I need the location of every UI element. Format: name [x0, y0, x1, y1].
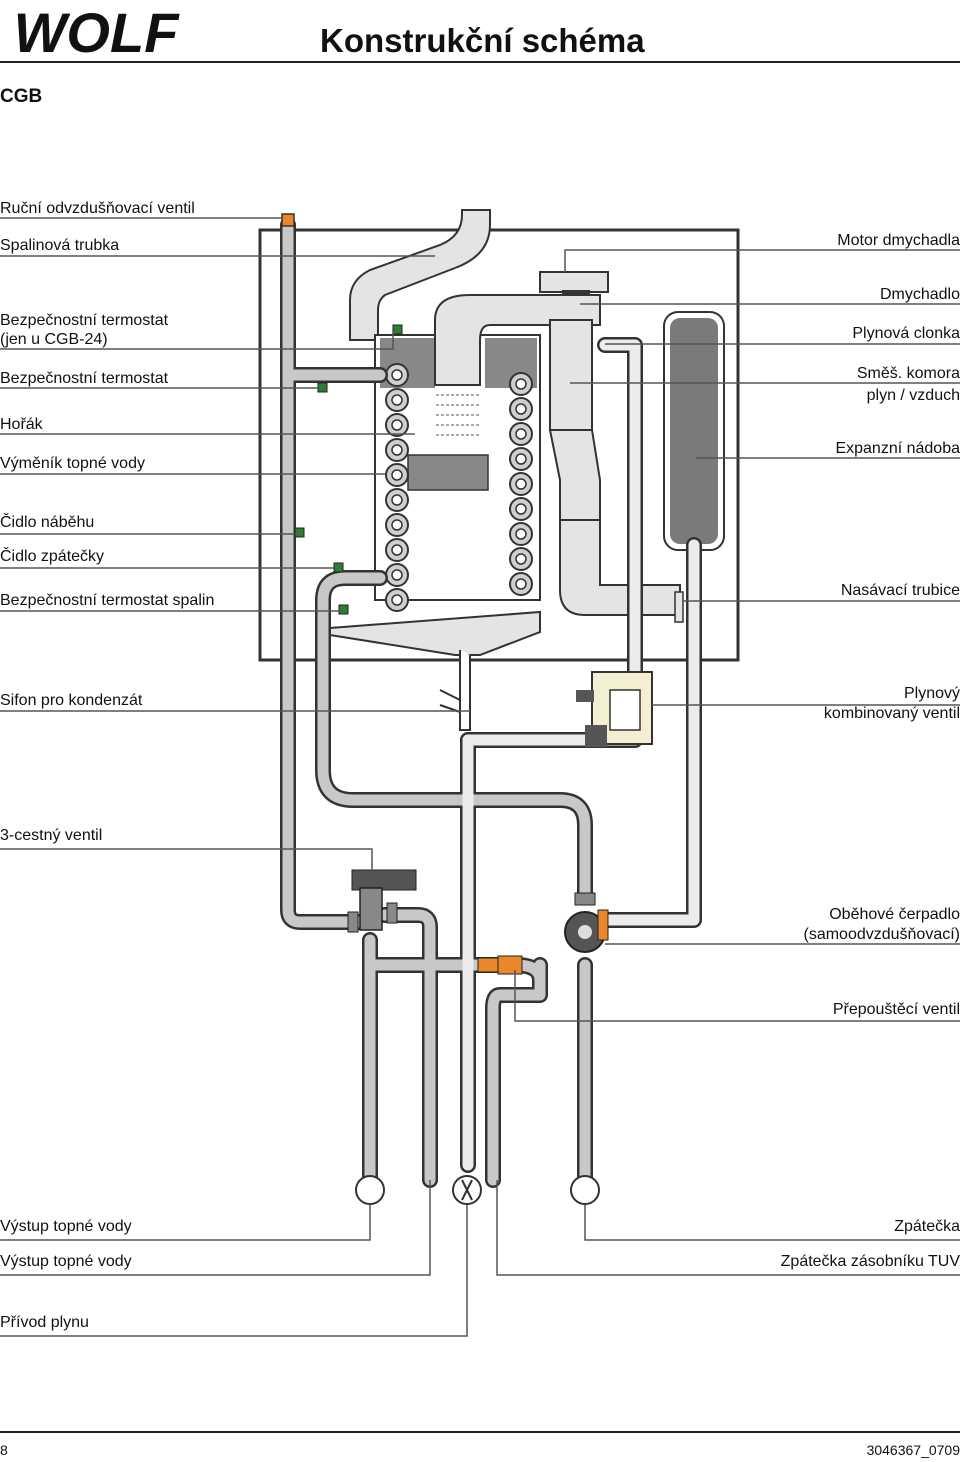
label-heating-flow-2: Výstup topné vody [0, 1253, 132, 1270]
label-burner: Hořák [0, 416, 43, 433]
pipe-network [280, 217, 702, 1188]
label-three-way-valve: 3-cestný ventil [0, 827, 103, 844]
coil-ring-inner [515, 428, 527, 440]
wolf-logo: WOLF [4, 1, 190, 64]
leader-lines [0, 217, 960, 1337]
label-condensate-siphon: Sifon pro kondenzát [0, 692, 143, 709]
heat-exchanger-coils [385, 363, 533, 612]
gas-valve [576, 671, 653, 747]
coil-ring-inner [515, 528, 527, 540]
circulation-pump [564, 892, 609, 953]
coil-ring-inner [515, 553, 527, 565]
label-return-sensor: Čidlo zpátečky [0, 548, 105, 565]
coil-ring-inner [391, 419, 403, 431]
label-flue-pipe: Spalinová trubka [0, 237, 120, 254]
label-gas-orifice: Plynová clonka [852, 325, 960, 342]
label-heating-flow-1: Výstup topné vody [0, 1218, 132, 1235]
label-mixing-chamber-sub: plyn / vzduch [866, 387, 960, 404]
three-way-valve [347, 869, 417, 933]
page-number: 8 [0, 1442, 8, 1458]
bypass-valve [477, 955, 523, 975]
coil-ring-inner [515, 503, 527, 515]
label-return: Zpátečka [894, 1218, 960, 1235]
label-dhw-return: Zpátečka zásobníku TUV [780, 1253, 960, 1270]
label-intake-pipe: Nasávací trubice [840, 582, 960, 599]
label-expansion-vessel: Expanzní nádoba [835, 440, 960, 457]
label-heat-exchanger: Výměník topné vody [0, 455, 145, 472]
safety-thermostat-icon [317, 382, 328, 393]
label-circulation-pump: Oběhové čerpadlo [829, 906, 960, 923]
page-title: Konstrukční schéma [320, 22, 645, 59]
flow-sensor-icon [294, 527, 305, 538]
coil-ring-inner [391, 544, 403, 556]
air-vent-icon [281, 213, 295, 227]
svg-text:WOLF: WOLF [14, 1, 181, 64]
coil-ring-inner [391, 394, 403, 406]
coil-ring-inner [391, 594, 403, 606]
label-safety-thermostat: Bezpečnostní termostat [0, 370, 169, 387]
coil-ring-inner [515, 578, 527, 590]
label-flue-thermostat: Bezpečnostní termostat spalin [0, 592, 215, 609]
label-mixing-chamber: Směš. komora [856, 365, 960, 382]
label-circulation-pump-sub: (samoodvzdušňovací) [803, 926, 960, 943]
model-name: CGB [0, 86, 43, 107]
coil-ring-inner [391, 569, 403, 581]
label-manual-air-vent: Ruční odvzdušňovací ventil [0, 200, 195, 217]
service-valves [355, 1175, 600, 1205]
coil-ring-inner [391, 469, 403, 481]
label-gas-valve: Plynový [903, 685, 960, 702]
boiler-casing [258, 228, 740, 662]
expansion-vessel [663, 311, 725, 551]
flue-pipe [349, 209, 491, 341]
fan-assembly [539, 271, 684, 623]
coil-ring-inner [391, 369, 403, 381]
label-fan: Dmychadlo [879, 286, 960, 303]
label-safety-thermostat-cgb24-note: (jen u CGB-24) [0, 331, 108, 348]
coil-ring-inner [391, 444, 403, 456]
label-bypass-valve: Přepouštěcí ventil [832, 1001, 960, 1018]
label-gas-supply: Přívod plynu [0, 1314, 89, 1331]
flue-thermostat-icon [338, 604, 349, 615]
coil-ring-inner [515, 453, 527, 465]
coil-ring-inner [391, 494, 403, 506]
sensors [294, 324, 403, 615]
label-safety-thermostat-cgb24: Bezpečnostní termostat [0, 312, 169, 329]
coil-ring-inner [391, 519, 403, 531]
label-gas-valve-sub: kombinovaný ventil [823, 705, 960, 722]
coil-ring-inner [515, 478, 527, 490]
safety-thermostat-24-icon [392, 324, 403, 335]
label-fan-motor: Motor dmychadla [837, 232, 960, 249]
return-sensor-icon [333, 562, 344, 573]
label-flow-sensor: Čidlo náběhu [0, 514, 95, 531]
coil-ring-inner [515, 378, 527, 390]
coil-ring-inner [515, 403, 527, 415]
doc-number: 3046367_0709 [866, 1442, 960, 1458]
